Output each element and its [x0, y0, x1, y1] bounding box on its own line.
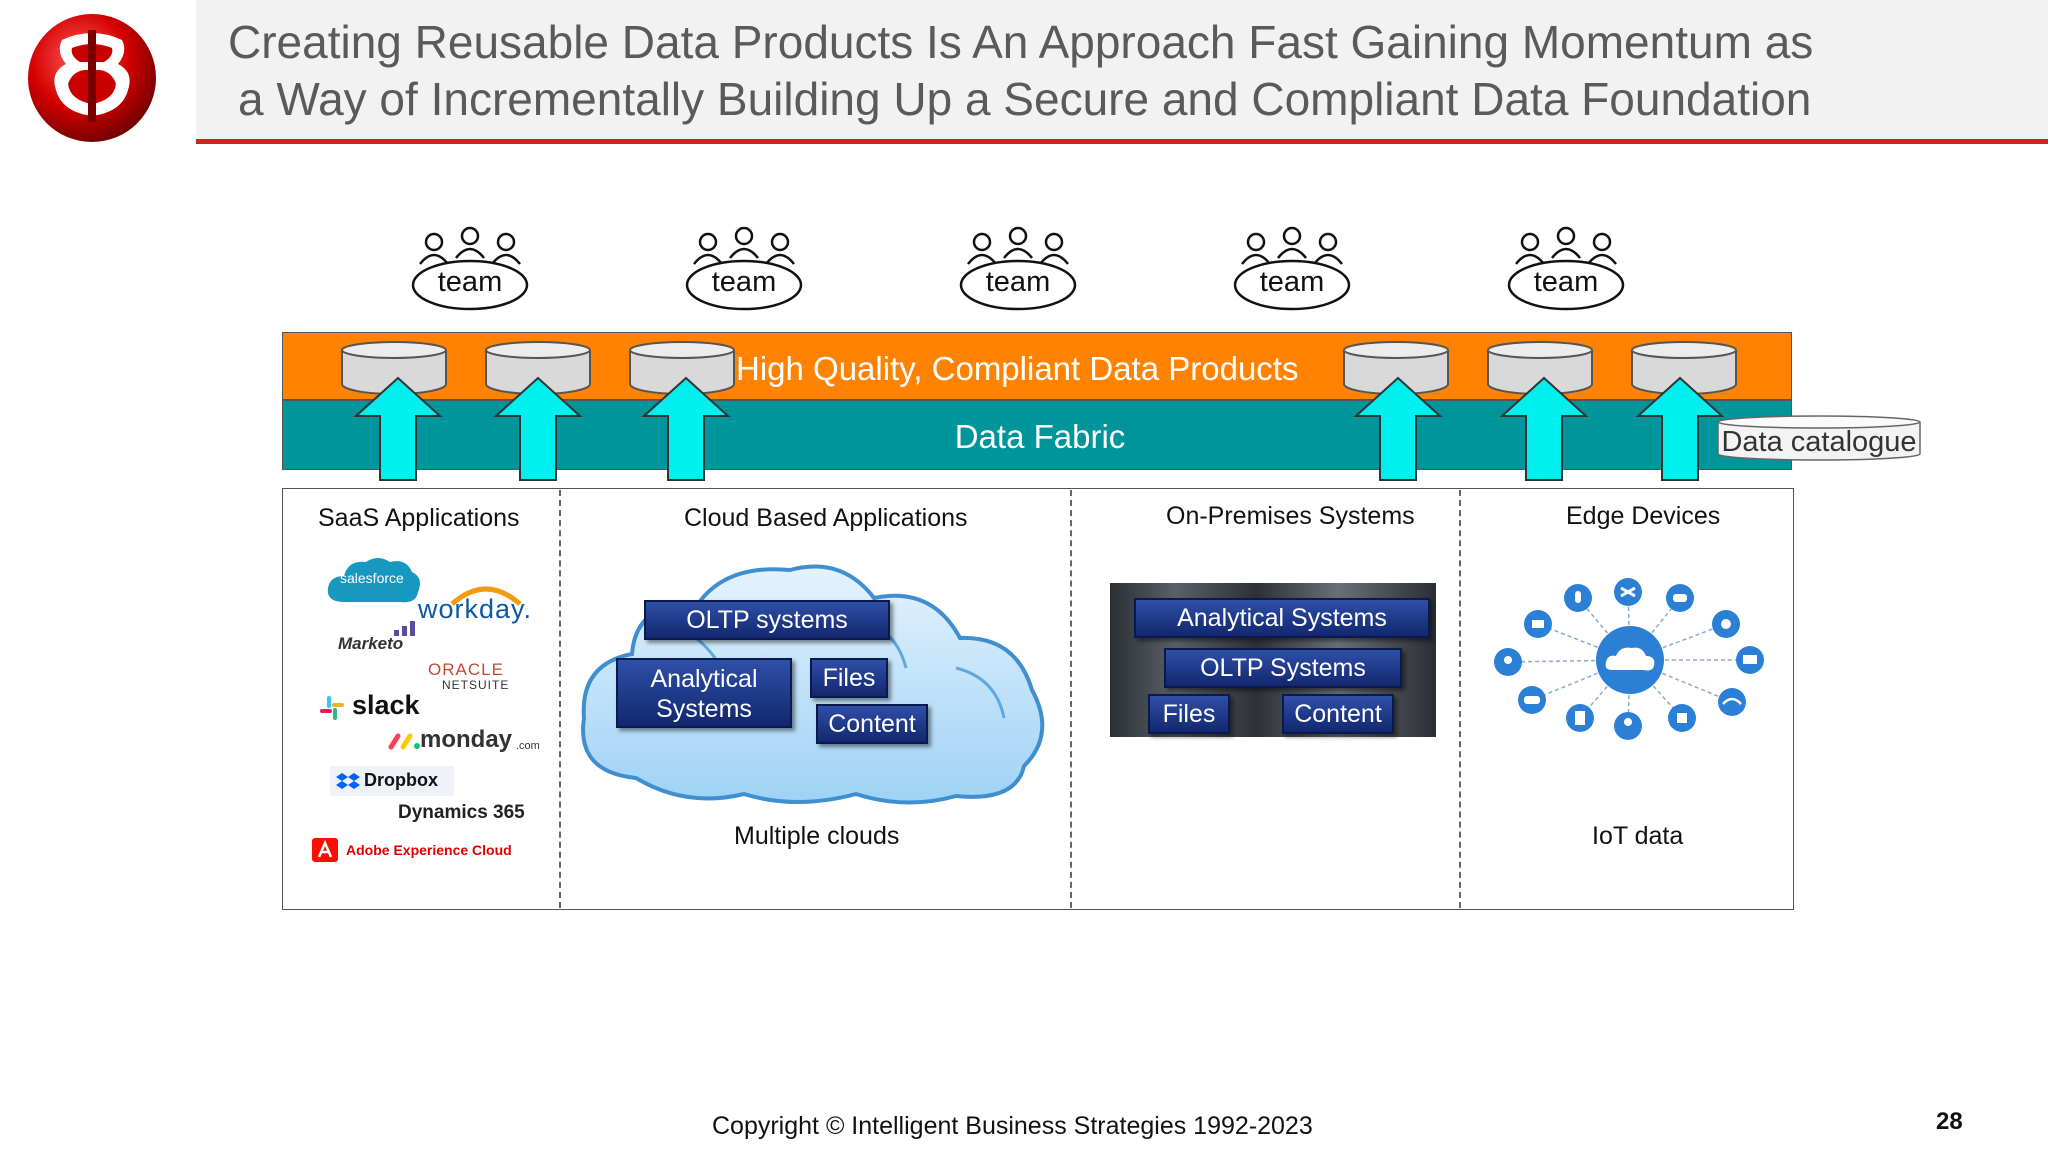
files-box: Files	[810, 658, 888, 698]
title-line-2: a Way of Incrementally Building Up a Sec…	[238, 73, 1812, 125]
saas-section-title: SaaS Applications	[318, 504, 520, 532]
team-group-5: team	[1504, 224, 1628, 314]
title-rule	[196, 139, 2048, 144]
team-label: team	[1259, 266, 1325, 298]
slide-title: Creating Reusable Data Products Is An Ap…	[228, 14, 1928, 128]
netsuite-logo-text: NETSUITE	[442, 678, 510, 692]
marketo-logo-text: Marketo	[338, 634, 404, 653]
content-box: Content	[816, 704, 928, 744]
adobe-icon	[312, 838, 338, 862]
company-logo-icon	[28, 14, 156, 142]
dropbox-logo-text: Dropbox	[364, 770, 438, 790]
monday-dots-icon	[388, 733, 420, 750]
data-product-cylinder-icon	[485, 341, 591, 395]
data-product-cylinder-icon	[1631, 341, 1737, 395]
dropbox-icon	[336, 773, 360, 789]
monday-logo-text: monday	[420, 726, 513, 753]
data-product-cylinder-icon	[341, 341, 447, 395]
title-line-1: Creating Reusable Data Products Is An Ap…	[228, 16, 1814, 68]
files-box: Files	[1148, 694, 1230, 734]
workday-arc-icon	[450, 586, 522, 606]
team-group-1: team	[408, 224, 532, 314]
copyright-text: Copyright © Intelligent Business Strateg…	[712, 1112, 1313, 1140]
onprem-section-title: On-Premises Systems	[1166, 502, 1415, 530]
people-icon	[959, 226, 1077, 311]
slack-hash-icon	[320, 696, 344, 720]
up-arrow-icon	[1353, 376, 1443, 481]
data-products-label: High Quality, Compliant Data Products	[736, 350, 1299, 387]
cloud-section-title: Cloud Based Applications	[684, 504, 968, 532]
adobe-logo-text: Adobe Experience Cloud	[346, 842, 512, 858]
iot-network-icon	[1494, 578, 1764, 740]
people-icon	[685, 226, 803, 311]
oracle-logo-text: ORACLE	[428, 660, 504, 679]
up-arrow-icon	[1635, 376, 1725, 481]
multiple-clouds-caption: Multiple clouds	[734, 822, 900, 850]
data-catalogue-label: Data catalogue	[1721, 426, 1917, 458]
iot-data-caption: IoT data	[1592, 822, 1684, 850]
dropbox-logo-bg	[330, 766, 454, 796]
up-arrow-icon	[493, 376, 583, 481]
analytical-systems-box: Analytical Systems	[1134, 598, 1430, 638]
systems-label: Systems	[656, 695, 752, 723]
title-bar	[196, 0, 2048, 140]
data-catalogue-cylinder-icon	[1717, 415, 1921, 461]
up-arrow-icon	[353, 376, 443, 481]
people-icon	[1233, 226, 1351, 311]
team-label: team	[985, 266, 1051, 298]
section-divider	[559, 490, 561, 908]
people-icon	[1507, 226, 1625, 311]
team-group-3: team	[956, 224, 1080, 314]
team-label: team	[1533, 266, 1599, 298]
data-product-cylinder-icon	[1343, 341, 1449, 395]
edge-section-title: Edge Devices	[1566, 502, 1721, 530]
section-divider	[1459, 490, 1461, 908]
slack-logo-text: slack	[352, 690, 420, 720]
team-group-4: team	[1230, 224, 1354, 314]
salesforce-logo-text: salesforce	[340, 570, 404, 586]
oltp-systems-box: OLTP systems	[644, 600, 890, 640]
salesforce-logo-icon	[327, 558, 420, 603]
content-box: Content	[1282, 694, 1394, 734]
section-divider	[1070, 490, 1072, 908]
up-arrow-icon	[641, 376, 731, 481]
team-label: team	[711, 266, 777, 298]
up-arrow-icon	[1499, 376, 1589, 481]
monday-com-text: .com	[516, 740, 540, 752]
marketo-bars-icon	[394, 621, 415, 636]
analytical-systems-box: Analytical Systems	[616, 658, 792, 728]
workday-logo-text: workday.	[418, 594, 533, 624]
team-label: team	[437, 266, 503, 298]
dynamics-logo-text: Dynamics 365	[398, 802, 525, 823]
data-fabric-label: Data Fabric	[954, 418, 1126, 455]
page-number: 28	[1936, 1108, 1963, 1135]
people-icon	[411, 226, 529, 311]
team-group-2: team	[682, 224, 806, 314]
oltp-systems-box: OLTP Systems	[1164, 648, 1402, 688]
analytical-label: Analytical	[650, 665, 758, 693]
